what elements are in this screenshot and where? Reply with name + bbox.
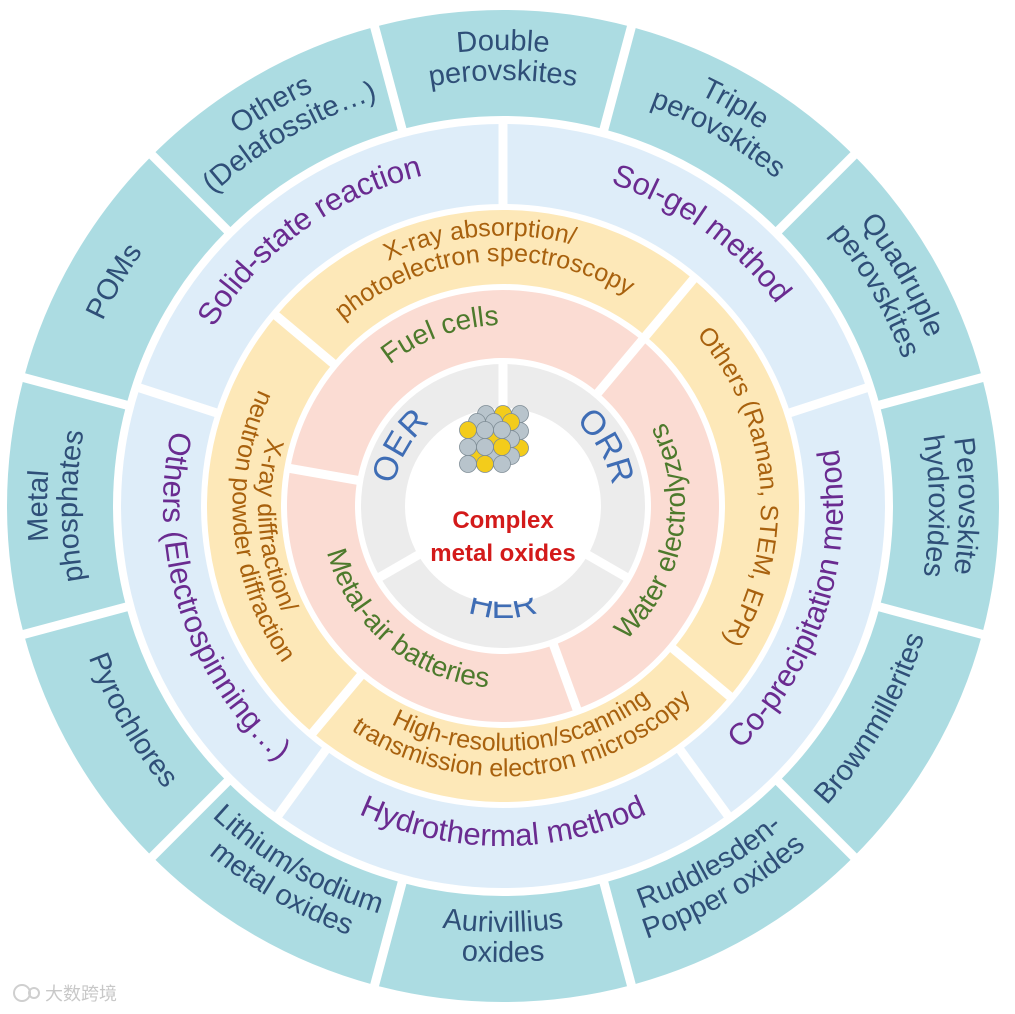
material-divider bbox=[774, 151, 858, 235]
application-segment bbox=[290, 289, 642, 481]
material-segment bbox=[23, 606, 228, 857]
material-label-line1: Perovskite bbox=[947, 435, 984, 576]
watermark: 大数跨境 bbox=[45, 984, 117, 1004]
material-divider bbox=[148, 151, 232, 235]
characterization-segment bbox=[276, 209, 694, 364]
material-label-line1: Metal bbox=[22, 469, 55, 543]
center-disc: Complex metal oxides bbox=[407, 405, 599, 602]
material-segment bbox=[603, 26, 854, 231]
reaction-segment bbox=[360, 364, 503, 577]
material-divider bbox=[148, 777, 232, 861]
application-divider bbox=[549, 642, 582, 712]
application-segment bbox=[286, 468, 577, 722]
application-segment bbox=[553, 340, 720, 709]
center-title-line2: metal oxides bbox=[430, 540, 575, 567]
characterization-divider bbox=[272, 311, 337, 368]
application-divider bbox=[594, 336, 646, 397]
material-divider bbox=[877, 373, 985, 410]
reaction-divider bbox=[376, 550, 422, 582]
reaction-segment bbox=[380, 555, 626, 649]
method-segment bbox=[680, 387, 885, 816]
material-divider bbox=[599, 24, 636, 132]
material-segment bbox=[374, 882, 632, 1002]
method-segment bbox=[139, 124, 503, 413]
application-divider bbox=[288, 463, 360, 485]
material-segment bbox=[778, 606, 983, 857]
method-divider bbox=[787, 383, 869, 418]
method-divider bbox=[137, 383, 219, 418]
method-segment bbox=[278, 750, 728, 888]
characterization-divider bbox=[308, 672, 365, 737]
material-label-line2: oxides bbox=[461, 935, 546, 969]
material-segment bbox=[879, 377, 999, 635]
material-divider bbox=[21, 373, 129, 410]
method-segment bbox=[503, 124, 867, 413]
material-divider bbox=[21, 602, 129, 639]
material-segment bbox=[23, 155, 228, 406]
characterization-segment bbox=[312, 648, 730, 803]
material-label-line2: hydroxides bbox=[916, 433, 954, 580]
characterization-divider bbox=[669, 644, 734, 701]
material-divider bbox=[774, 777, 858, 861]
reaction-segment bbox=[503, 363, 646, 577]
material-divider bbox=[370, 24, 407, 132]
material-divider bbox=[599, 880, 636, 988]
characterization-segment bbox=[206, 315, 361, 733]
method-divider bbox=[274, 746, 330, 819]
material-segment bbox=[7, 377, 127, 635]
watermark-logo-icon bbox=[13, 984, 40, 1002]
material-label-line1: Double bbox=[455, 25, 551, 59]
crystal-lattice-icon bbox=[459, 405, 529, 473]
method-segment bbox=[121, 387, 326, 816]
material-segment bbox=[778, 155, 983, 406]
center-title-line1: Complex bbox=[452, 507, 554, 534]
material-divider bbox=[370, 880, 407, 988]
reaction-divider bbox=[584, 550, 630, 582]
center-circle bbox=[407, 410, 599, 602]
material-segment bbox=[152, 26, 403, 231]
material-segment bbox=[152, 781, 403, 986]
method-divider bbox=[676, 746, 732, 819]
characterization-divider bbox=[641, 275, 698, 340]
characterization-segment bbox=[645, 279, 800, 697]
material-segment bbox=[374, 10, 632, 130]
material-segment bbox=[603, 781, 854, 986]
material-divider bbox=[877, 602, 985, 639]
material-label-line1: Aurivillius bbox=[441, 903, 565, 939]
material-label-line2: perovskites bbox=[426, 55, 580, 93]
